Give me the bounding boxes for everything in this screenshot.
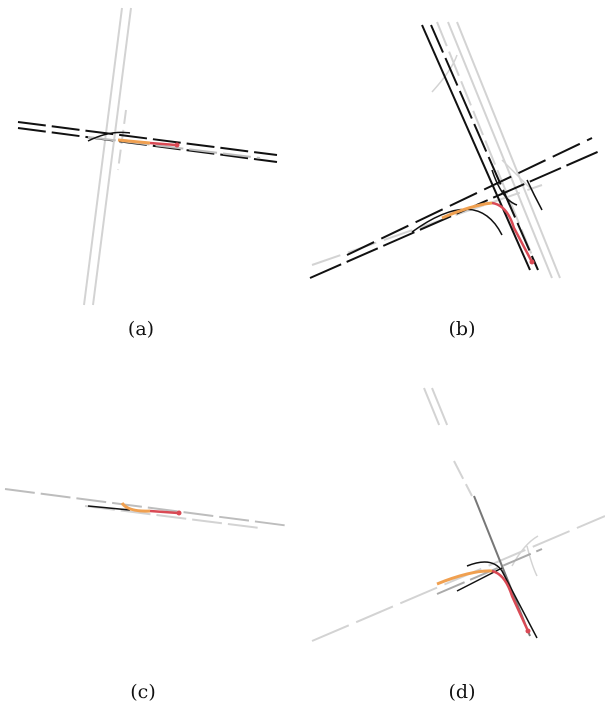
lane-map-c (4, 488, 291, 529)
future-path (491, 201, 534, 263)
panel-a: (a) (0, 0, 300, 355)
future-endpoint (525, 628, 531, 634)
future-endpoint (174, 142, 180, 148)
panel-c: (c) (0, 356, 300, 711)
active-lanes (17, 121, 278, 163)
future-path (149, 509, 179, 515)
context-lanes (311, 387, 605, 642)
context-lanes (83, 7, 132, 306)
future-path (149, 141, 177, 147)
history-path (436, 569, 493, 586)
history-path (120, 502, 151, 513)
active-lanes (309, 24, 603, 279)
active-lanes (87, 505, 131, 511)
future-path (491, 569, 530, 632)
history-path (117, 138, 151, 145)
panel-d: (d) (302, 356, 605, 711)
context-lanes (4, 488, 291, 529)
turn-connector (87, 131, 131, 142)
lane-map-a (17, 7, 278, 306)
future-endpoint (176, 510, 182, 516)
history-path (441, 201, 493, 220)
lane-map-d (311, 387, 605, 642)
caption-c: (c) (130, 681, 156, 703)
context-lanes (311, 21, 561, 279)
panel-b: (b) (302, 0, 605, 355)
lane-map-b (309, 21, 603, 279)
caption-b: (b) (448, 318, 476, 340)
caption-d: (d) (448, 681, 476, 703)
caption-a: (a) (127, 318, 155, 340)
future-endpoint (529, 259, 535, 265)
